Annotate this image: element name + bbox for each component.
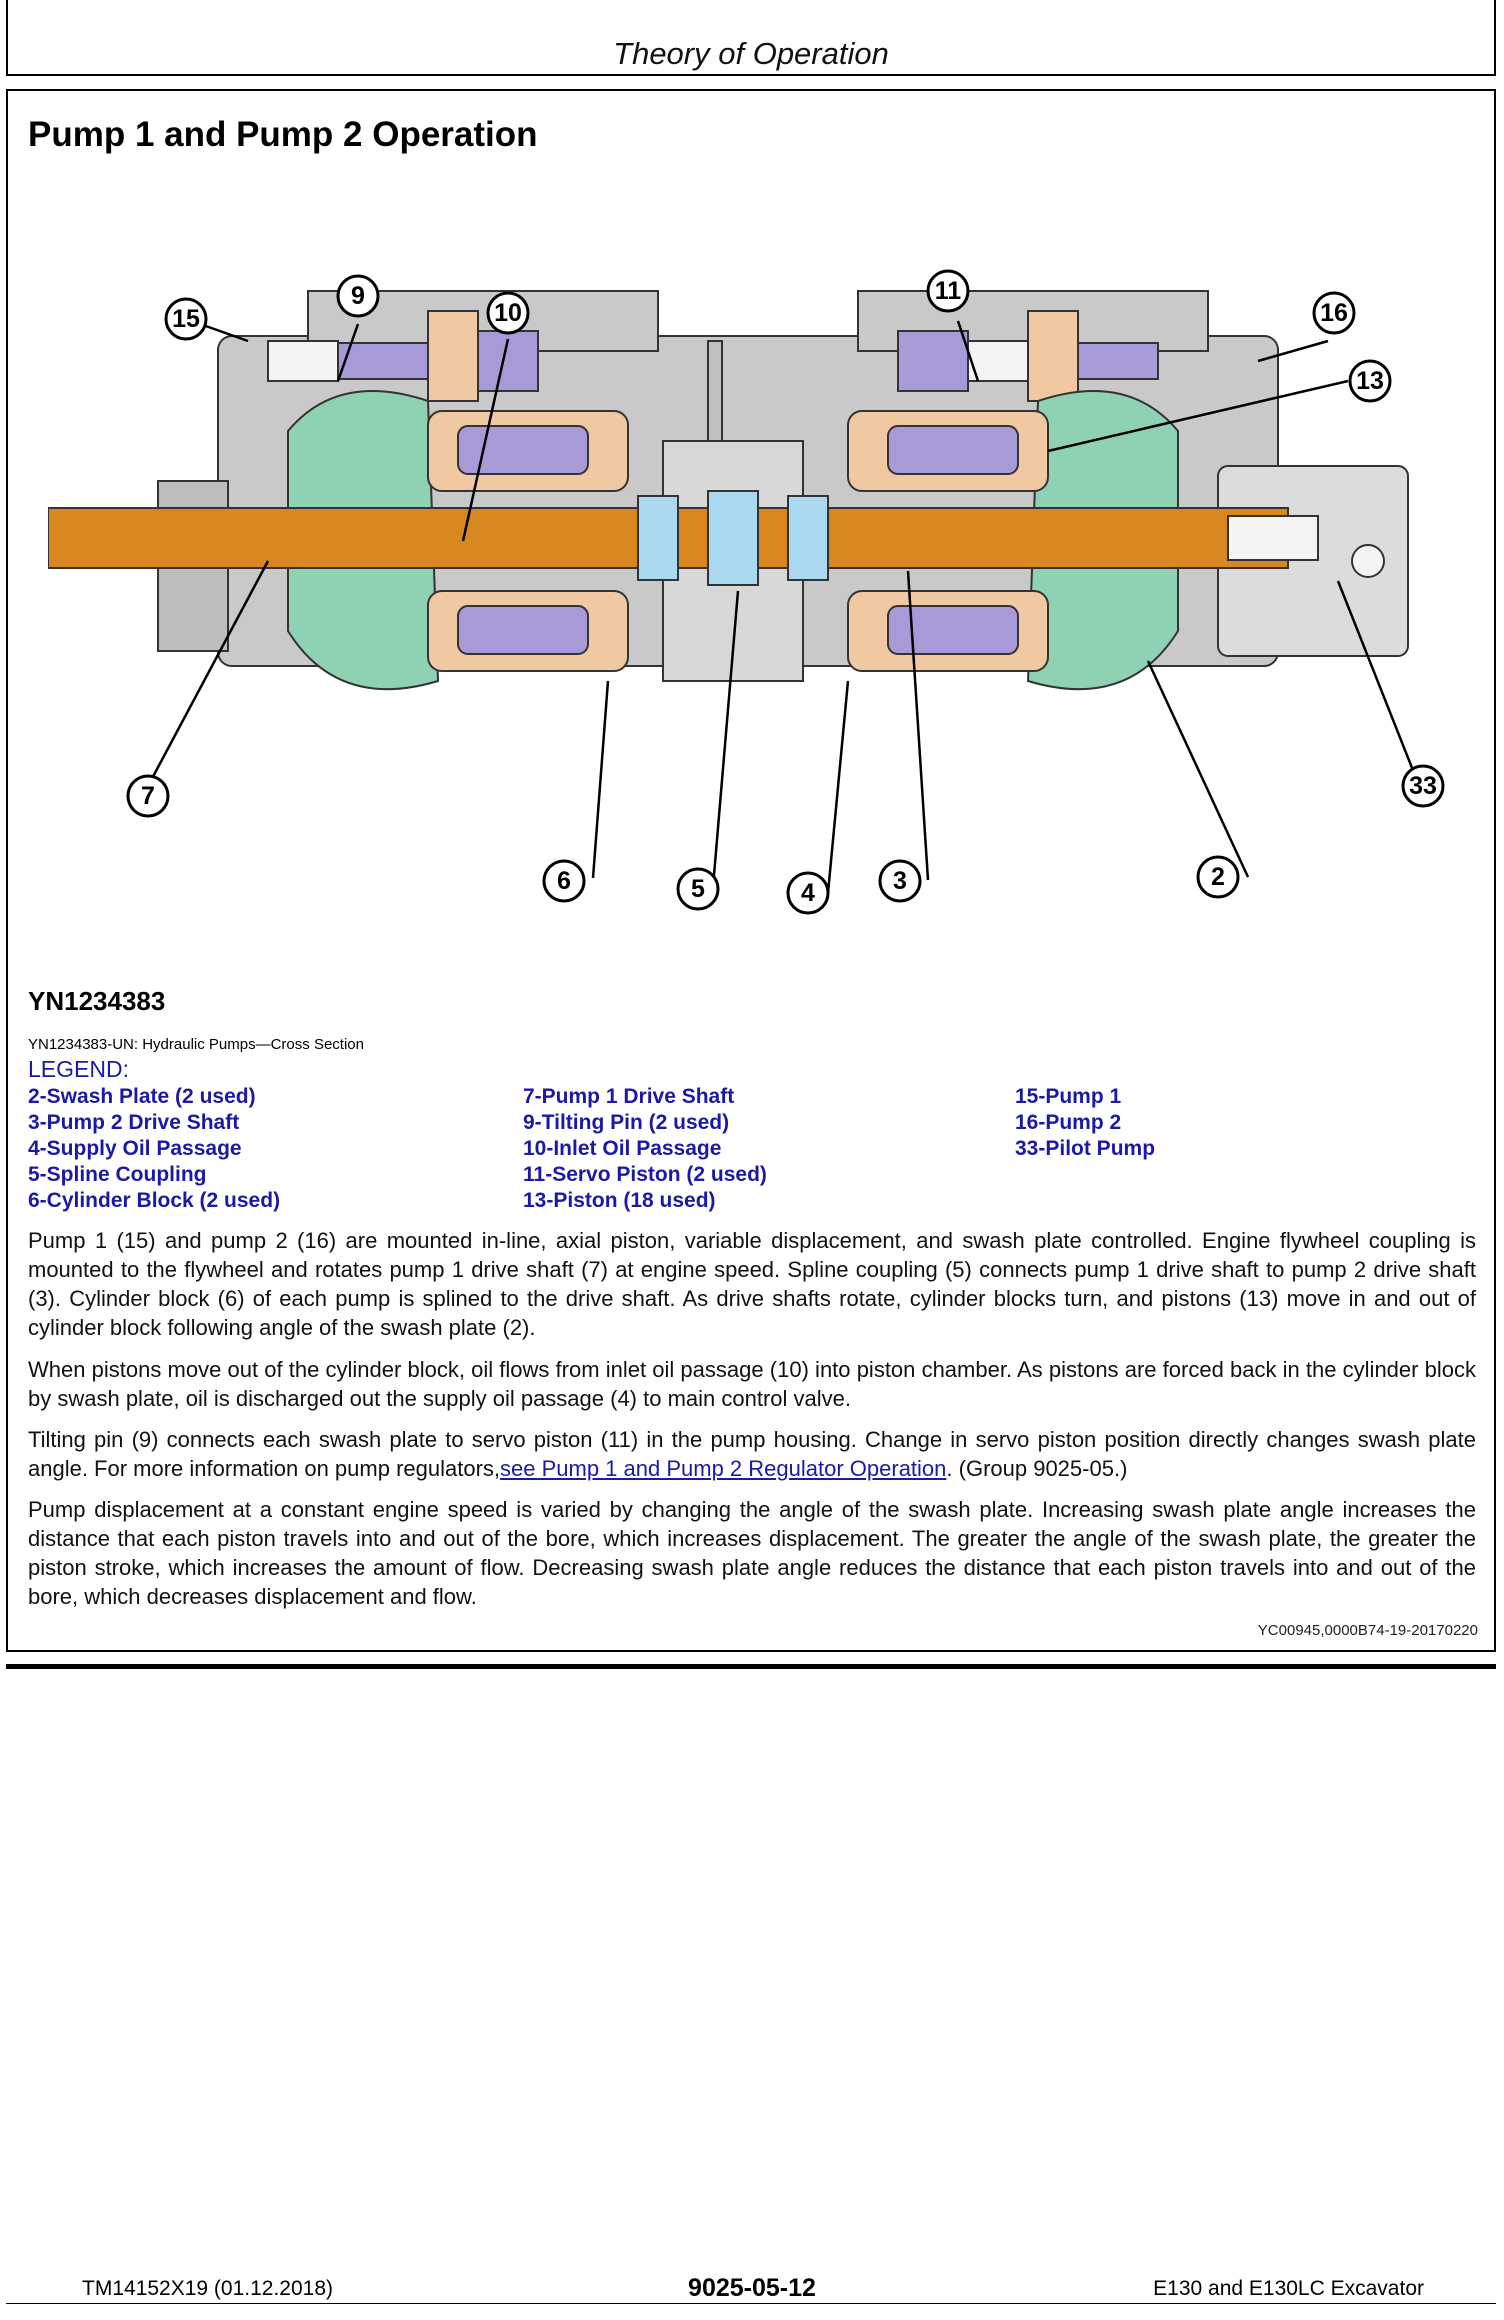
paragraph-4: Pump displacement at a constant engine s…	[28, 1497, 1476, 1609]
paragraph-3-group: . (Group 9025-05.)	[946, 1456, 1128, 1481]
figure-caption: YN1234383-UN: Hydraulic Pumps—Cross Sect…	[28, 1036, 364, 1053]
drive-shaft	[48, 507, 1319, 569]
svg-text:16: 16	[1320, 299, 1348, 327]
legend-item: 3-Pump 2 Drive Shaft	[28, 1111, 240, 1134]
svg-text:10: 10	[494, 299, 522, 327]
callout-11: 11	[926, 269, 970, 313]
svg-text:7: 7	[141, 782, 155, 810]
legend-item: 11-Servo Piston (2 used)	[523, 1163, 767, 1186]
callout-5: 5	[676, 867, 720, 911]
section-title: Pump 1 and Pump 2 Operation	[28, 115, 538, 154]
legend-item: 6-Cylinder Block (2 used)	[28, 1189, 281, 1212]
section-bottom-rule	[6, 1664, 1496, 1669]
legend-item: 13-Piston (18 used)	[523, 1189, 716, 1212]
callout-13: 13	[1348, 359, 1392, 403]
callout-16: 16	[1312, 291, 1356, 335]
regulator-operation-link[interactable]: see Pump 1 and Pump 2 Regulator Operatio…	[500, 1456, 947, 1481]
callout-9: 9	[336, 274, 380, 318]
svg-text:33: 33	[1409, 772, 1437, 800]
legend-item: 5-Spline Coupling	[28, 1163, 207, 1186]
svg-text:6: 6	[557, 867, 571, 895]
content-box: Pump 1 and Pump 2 Operation	[6, 89, 1496, 1652]
legend-item: 7-Pump 1 Drive Shaft	[523, 1085, 735, 1108]
svg-text:5: 5	[691, 875, 705, 903]
spline-couplings	[637, 490, 829, 586]
figure-id: YN1234383	[28, 986, 166, 1016]
footer-page-number: 9025-05-12	[688, 2274, 816, 2302]
svg-text:9: 9	[351, 282, 365, 310]
legend-column-3: 15-Pump 1 16-Pump 2 33-Pilot Pump	[1015, 1084, 1155, 1162]
svg-text:15: 15	[172, 305, 200, 333]
leader-lines	[146, 317, 1420, 894]
header-title: Theory of Operation	[613, 36, 889, 71]
legend-item: 10-Inlet Oil Passage	[523, 1137, 722, 1160]
callout-33: 33	[1401, 764, 1445, 808]
paragraph-3-text: Tilting pin (9) connects each swash plat…	[28, 1427, 1476, 1481]
legend-item: 4-Supply Oil Passage	[28, 1137, 242, 1160]
legend-item: 9-Tilting Pin (2 used)	[523, 1111, 730, 1134]
footer-manual-id: TM14152X19 (01.12.2018)	[82, 2277, 334, 2300]
legend-column-2: 7-Pump 1 Drive Shaft 9-Tilting Pin (2 us…	[523, 1084, 767, 1214]
callout-4: 4	[786, 871, 830, 915]
paragraph-3: Tilting pin (9) connects each swash plat…	[28, 1425, 1476, 1483]
svg-text:4: 4	[801, 879, 815, 907]
footer-machine-model: E130 and E130LC Excavator	[1153, 2277, 1424, 2300]
page-header: Theory of Operation	[6, 0, 1496, 76]
paragraph-1: Pump 1 (15) and pump 2 (16) are mounted …	[28, 1228, 1476, 1340]
pilot-pump	[1351, 544, 1385, 578]
callout-15: 15	[164, 297, 208, 341]
callout-6: 6	[542, 859, 586, 903]
footer-rule	[6, 2303, 1496, 2304]
pistons	[457, 425, 1019, 655]
legend-title: LEGEND:	[28, 1056, 129, 1082]
legend-item: 2-Swash Plate (2 used)	[28, 1085, 256, 1108]
callout-2: 2	[1196, 855, 1240, 899]
paragraph-2: When pistons move out of the cylinder bl…	[28, 1357, 1476, 1411]
callout-7: 7	[126, 774, 170, 818]
legend-item: 16-Pump 2	[1015, 1111, 1122, 1134]
legend-column-1: 2-Swash Plate (2 used) 3-Pump 2 Drive Sh…	[28, 1084, 280, 1214]
svg-text:3: 3	[893, 867, 907, 895]
callout-3: 3	[878, 859, 922, 903]
svg-text:13: 13	[1356, 367, 1384, 395]
callout-10: 10	[486, 291, 530, 335]
legend-item: 33-Pilot Pump	[1015, 1137, 1156, 1160]
pump-cross-section-figure: 15 9 10 11 16 13 7 33 6 5 4 3 2	[48, 269, 1445, 915]
svg-text:2: 2	[1211, 863, 1225, 891]
document-code: YC00945,0000B74-19-20170220	[1257, 1622, 1478, 1639]
legend-item: 15-Pump 1	[1015, 1085, 1122, 1108]
svg-text:11: 11	[935, 277, 962, 305]
